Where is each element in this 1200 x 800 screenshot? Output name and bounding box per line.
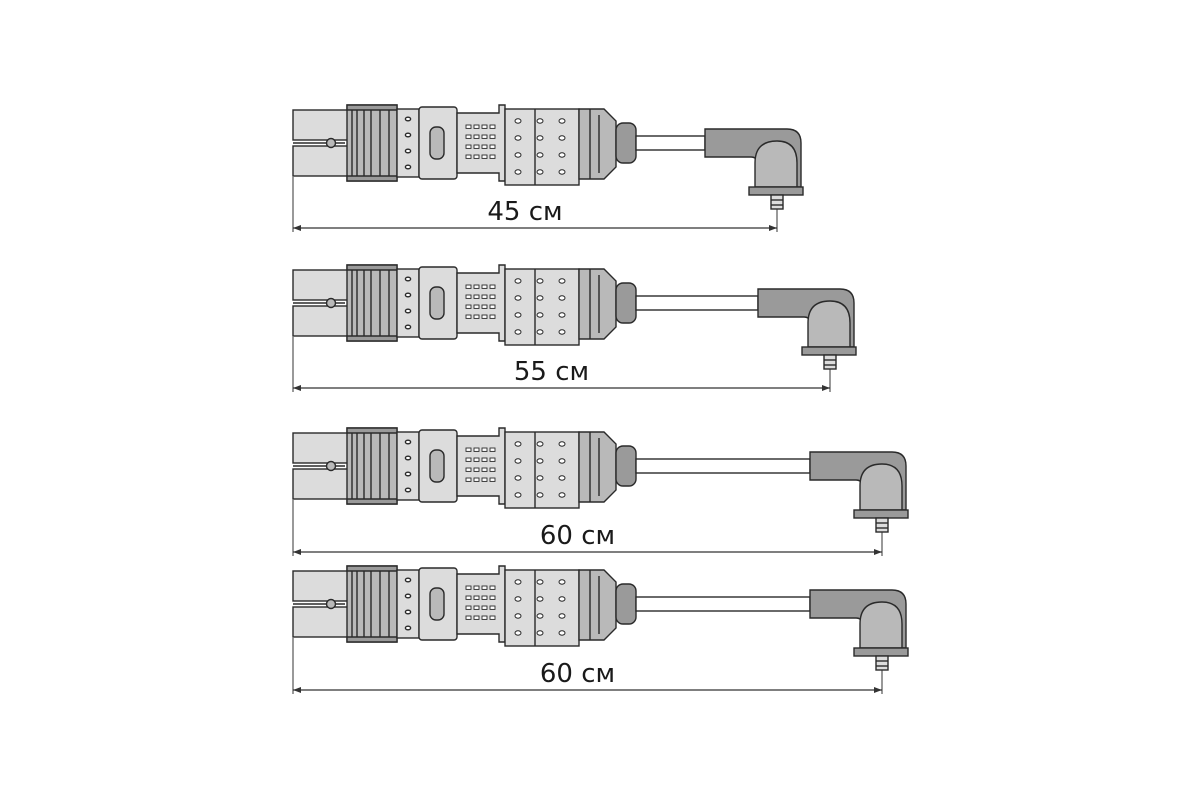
collar (615, 122, 637, 164)
cap-terminal (875, 517, 889, 533)
cable (635, 295, 759, 311)
ribbed-boot (346, 264, 398, 342)
coil-connector (292, 432, 354, 500)
ribbed-boot (346, 104, 398, 182)
dimension-line (292, 638, 883, 694)
boot-taper (578, 268, 617, 340)
wire-assembly: 45 см (292, 104, 804, 232)
cap-base (853, 647, 909, 657)
cap-base (801, 346, 857, 356)
cap-base (748, 186, 804, 196)
boot-slot (429, 286, 445, 320)
boot-section (396, 569, 420, 639)
cable (635, 135, 706, 151)
dimension-line (292, 500, 883, 556)
collar (615, 583, 637, 625)
coil-connector (292, 269, 354, 337)
cap-terminal (823, 354, 837, 370)
collar (615, 282, 637, 324)
boot-section (456, 427, 506, 505)
cable (635, 458, 811, 474)
boot-body (504, 108, 580, 186)
coil-connector (292, 109, 354, 177)
boot-taper (578, 431, 617, 503)
length-label: 45 см (487, 197, 562, 227)
wires-layer: 45 см 55 см 60 см 60 см (292, 104, 909, 694)
cap-terminal (875, 655, 889, 671)
boot-section (456, 104, 506, 182)
boot-taper (578, 569, 617, 641)
dimension-line (292, 337, 831, 392)
dimension-line (292, 177, 778, 232)
wire-assembly: 60 см (292, 427, 909, 556)
cable (635, 596, 811, 612)
boot-body (504, 268, 580, 346)
cap-terminal (770, 194, 784, 210)
boot-section (396, 268, 420, 338)
ribbed-boot (346, 565, 398, 643)
boot-section (396, 431, 420, 501)
collar (615, 445, 637, 487)
ribbed-boot (346, 427, 398, 505)
boot-taper (578, 108, 617, 180)
boot-slot (429, 126, 445, 160)
boot-body (504, 569, 580, 647)
spark-plug-cap (757, 288, 857, 370)
boot-slot (429, 449, 445, 483)
wire-assembly: 55 см (292, 264, 857, 392)
length-label: 55 см (514, 357, 589, 387)
spark-plug-cap (704, 128, 804, 210)
length-label: 60 см (540, 659, 615, 689)
wire-assembly: 60 см (292, 565, 909, 694)
coil-connector (292, 570, 354, 638)
cap-base (853, 509, 909, 519)
spark-plug-cap (809, 451, 909, 533)
boot-slot (429, 587, 445, 621)
boot-section (456, 264, 506, 342)
boot-body (504, 431, 580, 509)
boot-section (396, 108, 420, 178)
spark-plug-cap (809, 589, 909, 671)
boot-section (456, 565, 506, 643)
length-label: 60 см (540, 521, 615, 551)
